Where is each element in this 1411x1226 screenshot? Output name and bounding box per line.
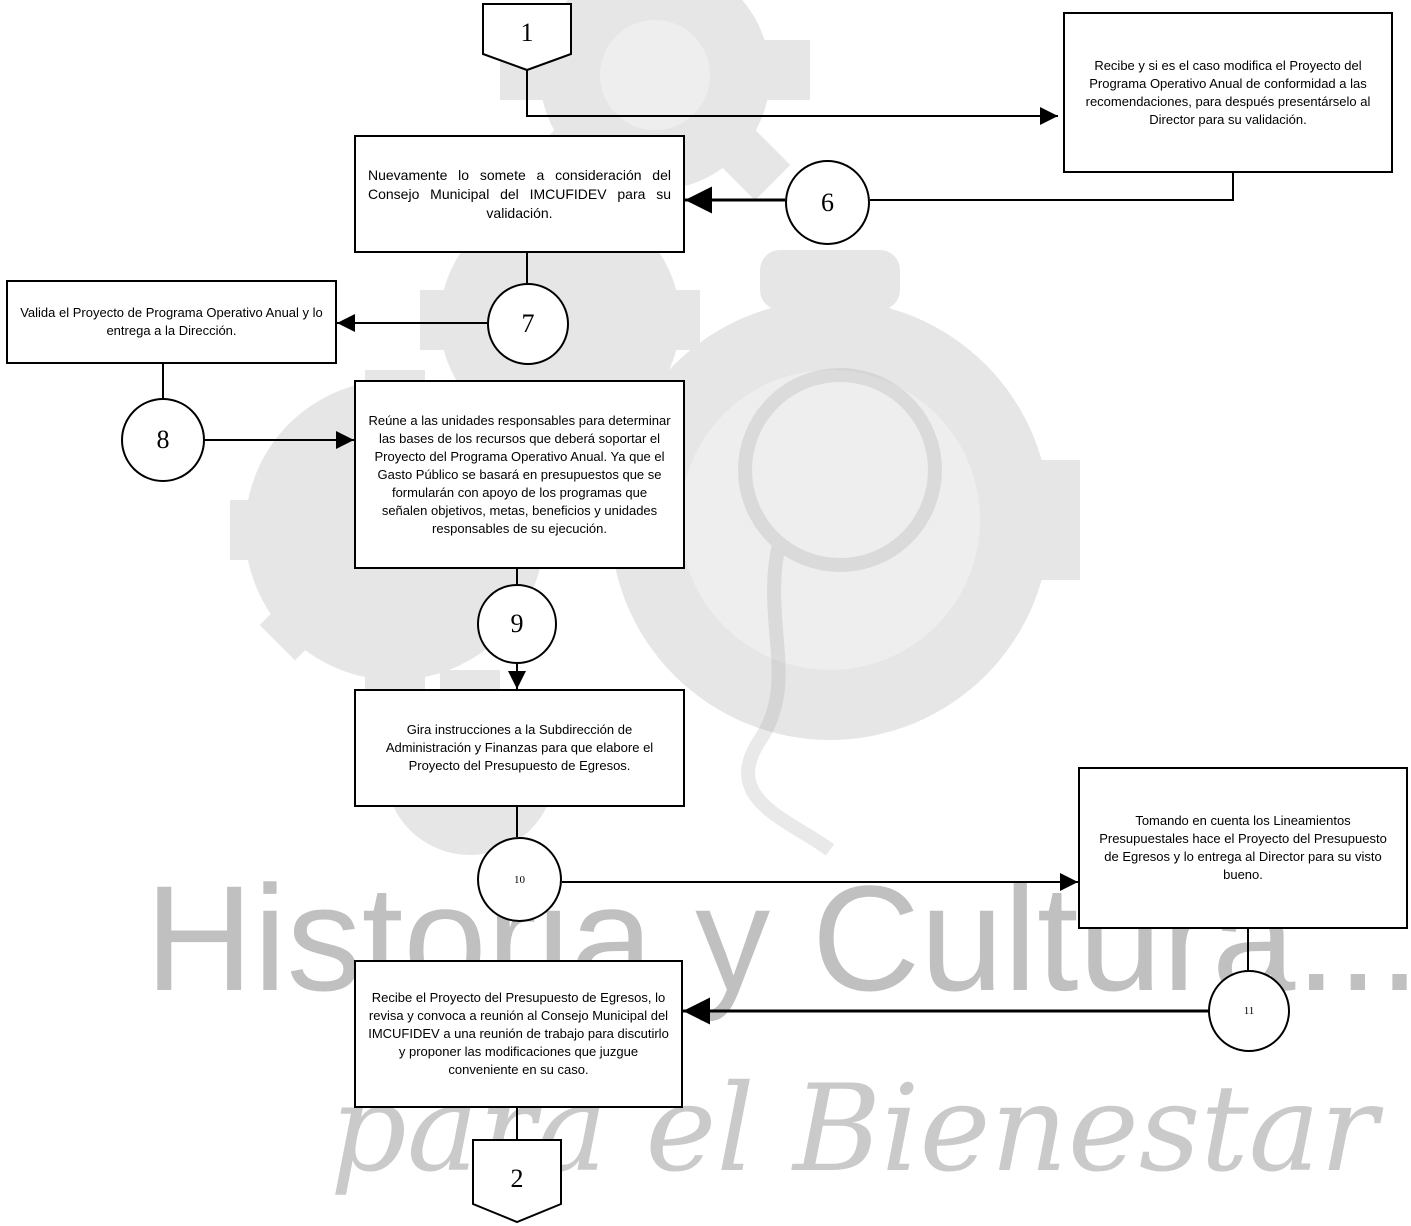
process-box-step5: Recibe y si es el caso modifica el Proye… — [1063, 12, 1393, 173]
step-circle-10: 10 — [477, 837, 562, 922]
step-circle-8: 8 — [121, 398, 205, 482]
step10-text: Tomando en cuenta los Lineamientos Presu… — [1099, 813, 1387, 882]
step6-text: Nuevamente lo somete a consideración del… — [368, 166, 671, 221]
step-circle-9: 9 — [477, 584, 557, 664]
process-box-step6: Nuevamente lo somete a consideración del… — [354, 135, 685, 253]
process-box-step9: Gira instrucciones a la Subdirección de … — [354, 689, 685, 807]
process-box-step7: Valida el Proyecto de Programa Operativo… — [6, 280, 337, 364]
step-circle-7: 7 — [487, 283, 569, 365]
process-box-step8: Reúne a las unidades responsables para d… — [354, 380, 685, 569]
offpage-connector-1-label: 1 — [520, 18, 534, 47]
offpage-connector-1 — [482, 3, 572, 72]
step9-text: Gira instrucciones a la Subdirección de … — [385, 722, 654, 773]
line-step5-to-6 — [870, 173, 1234, 201]
step-circle-11: 11 — [1208, 970, 1290, 1052]
gear-icon — [610, 250, 1080, 740]
step8-text: Reúne a las unidades responsables para d… — [368, 412, 671, 536]
process-box-step10: Tomando en cuenta los Lineamientos Presu… — [1078, 767, 1408, 929]
offpage-connector-2-label: 2 — [510, 1164, 524, 1193]
step5-text: Recibe y si es el caso modifica el Proye… — [1085, 57, 1371, 127]
arrow-1-to-step5 — [526, 70, 1058, 125]
step7-text: Valida el Proyecto de Programa Operativo… — [20, 305, 323, 338]
step-circle-6: 6 — [785, 160, 870, 245]
step11-text: Recibe el Proyecto del Presupuesto de Eg… — [368, 990, 669, 1077]
offpage-connector-2 — [472, 1139, 562, 1224]
process-box-step11: Recibe el Proyecto del Presupuesto de Eg… — [354, 960, 683, 1108]
